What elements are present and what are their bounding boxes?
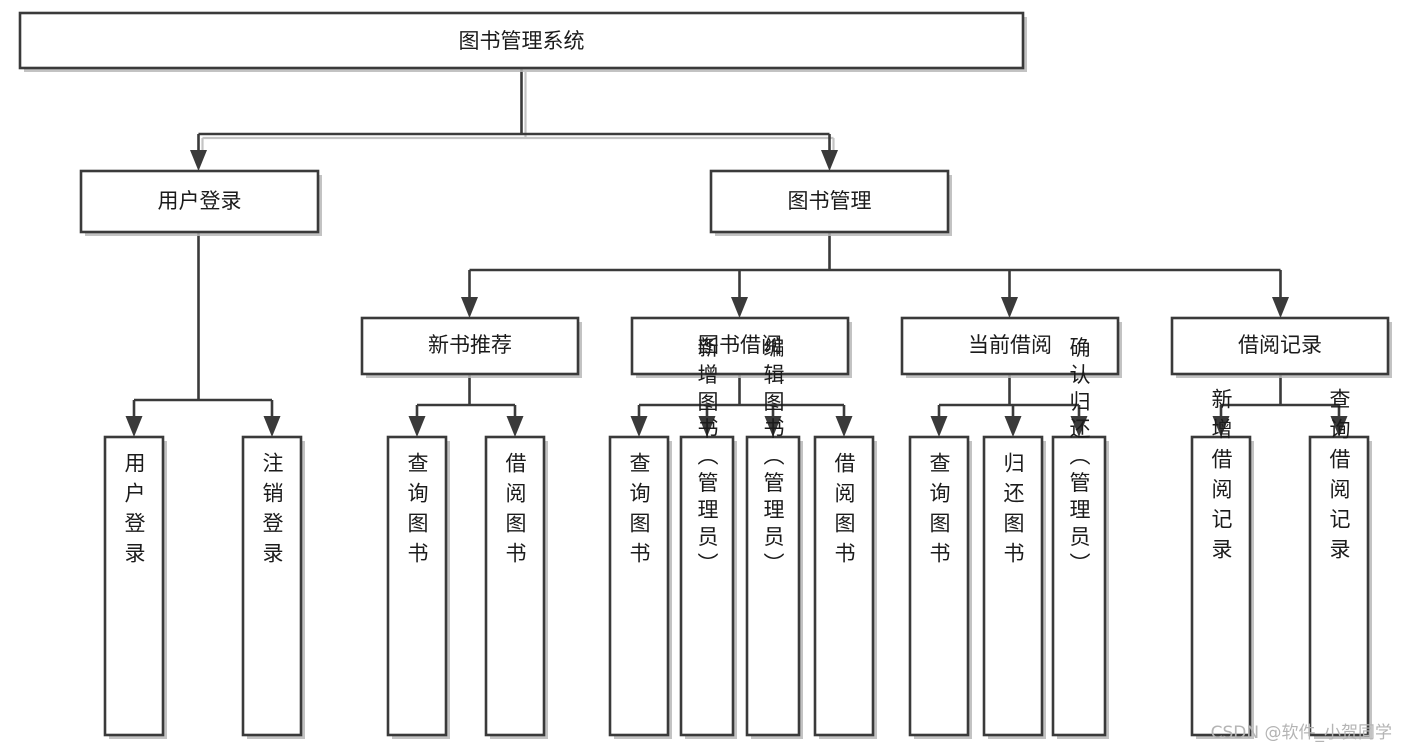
node-user-login[interactable]: 用户登录 (79, 169, 322, 236)
leaf-node-query-record[interactable]: 查询借阅记录 (1308, 388, 1372, 739)
leaf-node-query-book-2[interactable]: 查询图书 (608, 435, 672, 739)
leaf-node-query-book-3[interactable]: 查询图书 (908, 435, 972, 739)
node-borrow-records-label: 借阅记录 (1238, 333, 1322, 357)
connector-layer (125, 68, 1348, 437)
leaf-node-query-record-label: 查询借阅记录 (1327, 388, 1351, 568)
leaf-node-query-book-1[interactable]: 查询图书 (386, 435, 450, 739)
node-root[interactable]: 图书管理系统 (18, 11, 1027, 72)
edge-bookmgmt-to-level3 (461, 232, 1289, 318)
leaf-node-return-book-label: 归还图书 (1001, 452, 1025, 572)
leaf-node-add-book[interactable]: 新增图书（管理员） (679, 337, 737, 740)
leaf-node-borrow-book-1[interactable]: 借阅图书 (484, 435, 548, 739)
leaf-node-add-book-label: 新增图书（管理员） (695, 337, 719, 580)
leaf-node-edit-book-label: 编辑图书（管理员） (761, 337, 785, 580)
leaf-node-edit-book[interactable]: 编辑图书（管理员） (745, 337, 803, 740)
node-book-management[interactable]: 图书管理 (709, 169, 952, 236)
edge-current-to-leaves (930, 374, 1088, 437)
leaf-node-add-record-label: 新增借阅记录 (1209, 388, 1233, 568)
node-root-label: 图书管理系统 (459, 29, 585, 53)
leaf-node-return-book[interactable]: 归还图书 (982, 435, 1046, 739)
leaf-node-logout[interactable]: 注销登录 (241, 435, 305, 739)
edge-login-to-leaves (125, 232, 281, 437)
leaf-node-logout-label: 注销登录 (260, 452, 284, 572)
node-book-borrow[interactable]: 图书借阅 (630, 316, 852, 378)
node-book-borrow-label: 图书借阅 (698, 333, 782, 357)
leaf-node-query-book-1-label: 查询图书 (405, 452, 429, 572)
node-borrow-records[interactable]: 借阅记录 (1170, 316, 1392, 378)
leaf-node-query-book-2-label: 查询图书 (627, 452, 651, 572)
node-new-book-recommend-label: 新书推荐 (428, 333, 512, 357)
node-user-login-label: 用户登录 (158, 189, 242, 213)
leaf-node-user-login-label: 用户登录 (122, 452, 146, 572)
node-current-borrow-label: 当前借阅 (968, 333, 1052, 357)
leaf-node-borrow-book-2-label: 借阅图书 (832, 452, 856, 572)
edge-borrow-to-leaves (630, 374, 853, 437)
edge-records-to-leaves (1212, 374, 1348, 437)
leaf-node-user-login[interactable]: 用户登录 (103, 435, 167, 739)
edge-root-to-level2 (190, 68, 838, 171)
node-book-management-label: 图书管理 (788, 189, 872, 213)
leaf-node-add-record[interactable]: 新增借阅记录 (1190, 388, 1254, 739)
leaf-node-confirm-return-label: 确认归还（管理员） (1067, 337, 1091, 580)
leaf-node-query-book-3-label: 查询图书 (927, 452, 951, 572)
edge-newbook-to-leaves (408, 374, 524, 437)
node-new-book-recommend[interactable]: 新书推荐 (360, 316, 582, 378)
leaf-node-confirm-return[interactable]: 确认归还（管理员） (1051, 337, 1109, 740)
node-current-borrow[interactable]: 当前借阅 (900, 316, 1122, 378)
leaf-node-borrow-book-1-label: 借阅图书 (503, 452, 527, 572)
leaf-node-borrow-book-2[interactable]: 借阅图书 (813, 435, 877, 739)
